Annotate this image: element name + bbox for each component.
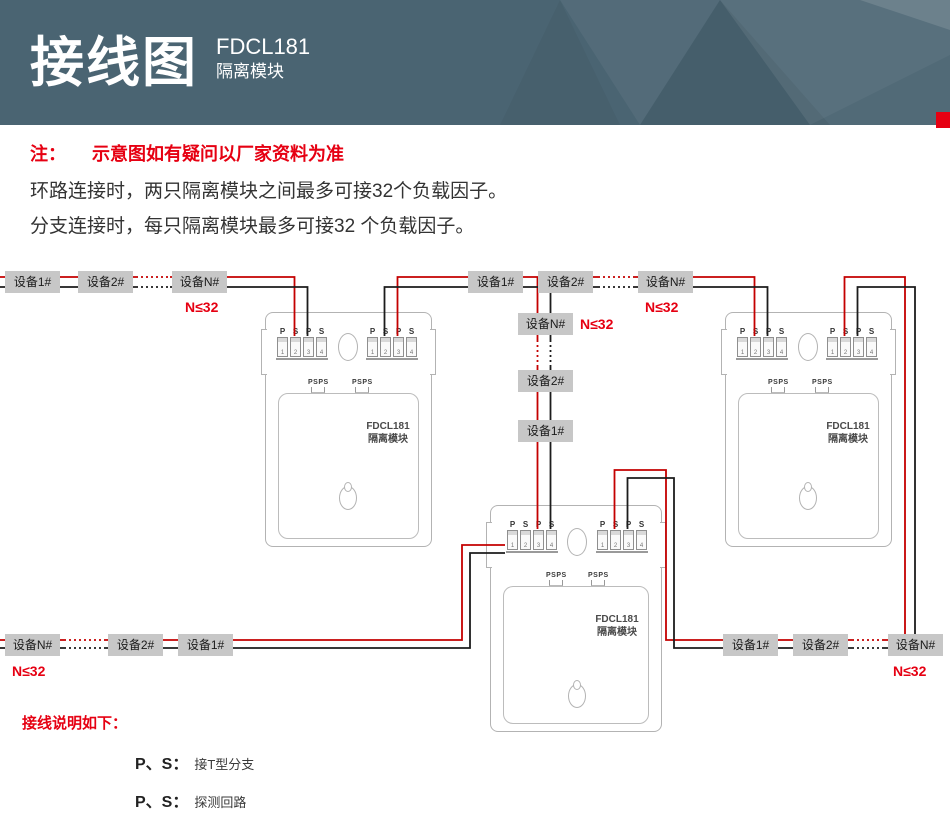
psps-label: PSPS <box>588 572 609 586</box>
psps-label: PSPS <box>546 572 567 586</box>
note-loop-rule: 环路连接时，两只隔离模块之间最多可接32个负载因子。 <box>30 181 508 202</box>
note-line: 注： 示意图如有疑问以厂家资料为准 <box>30 140 344 166</box>
device-box: 设备2# <box>78 271 133 293</box>
note-label: 注： <box>30 144 66 164</box>
legend-title: 接线说明如下： <box>22 715 128 732</box>
note-warning: 示意图如有疑问以厂家资料为准 <box>92 144 344 164</box>
module-model-text: FDCL181 <box>595 614 639 625</box>
red-accent-tab <box>936 112 950 128</box>
module-inner-panel <box>278 393 419 539</box>
device-box: 设备2# <box>108 634 163 656</box>
psps-label: PSPS <box>308 379 329 393</box>
keyhole-mount-icon <box>339 482 357 510</box>
device-box: 设备N# <box>172 271 227 293</box>
device-box: 设备N# <box>5 634 60 656</box>
mounting-hole-icon <box>798 333 818 361</box>
device-box: 设备1# <box>723 634 778 656</box>
keyhole-mount-icon <box>799 482 817 510</box>
header-pattern-decoration <box>500 0 950 125</box>
product-model: FDCL181 <box>216 33 311 59</box>
module-name-text: 隔离模块 <box>368 433 408 445</box>
device-box: 设备2# <box>518 370 573 392</box>
module-inner-panel <box>738 393 879 539</box>
device-box: 设备1# <box>5 271 60 293</box>
header-subtitle-block: FDCL181 隔离模块 <box>216 33 310 84</box>
device-box: 设备2# <box>793 634 848 656</box>
mounting-hole-icon <box>567 528 587 556</box>
device-box: 设备1# <box>468 271 523 293</box>
module-label: FDCL181 隔离模块 <box>352 421 424 446</box>
product-name: 隔离模块 <box>216 62 284 82</box>
psps-label: PSPS <box>768 379 789 393</box>
legend-item-label: P、S： <box>135 794 189 811</box>
mounting-hole-icon <box>338 333 358 361</box>
device-count-limit: N≤32 <box>580 316 614 332</box>
device-box: 设备1# <box>518 420 573 442</box>
device-count-limit: N≤32 <box>185 299 219 315</box>
legend-item-desc: 探测回路 <box>194 795 247 810</box>
module-model-text: FDCL181 <box>366 421 410 432</box>
legend-item-label: P、S： <box>135 756 189 773</box>
module-model-text: FDCL181 <box>826 421 870 432</box>
module-name-text: 隔离模块 <box>828 433 868 445</box>
device-box: 设备N# <box>638 271 693 293</box>
device-count-limit: N≤32 <box>645 299 679 315</box>
legend-item-desc: 接T型分支 <box>194 757 255 772</box>
device-box: 设备2# <box>538 271 593 293</box>
psps-label: PSPS <box>352 379 373 393</box>
module-name-text: 隔离模块 <box>597 626 637 638</box>
page-title: 接线图 <box>30 32 198 93</box>
legend-item: P、S： 接T型分支 <box>135 750 254 774</box>
device-box: 设备N# <box>888 634 943 656</box>
device-count-limit: N≤32 <box>12 663 46 679</box>
note-branch-rule: 分支连接时，每只隔离模块最多可接32 个负载因子。 <box>30 216 475 237</box>
device-box: 设备1# <box>178 634 233 656</box>
module-label: FDCL181 隔离模块 <box>812 421 884 446</box>
header: 接线图 FDCL181 隔离模块 <box>0 0 950 125</box>
legend-item: P、S： 探测回路 <box>135 788 246 812</box>
keyhole-mount-icon <box>568 680 586 708</box>
device-count-limit: N≤32 <box>893 663 927 679</box>
module-label: FDCL181 隔离模块 <box>581 614 653 639</box>
psps-label: PSPS <box>812 379 833 393</box>
device-box: 设备N# <box>518 313 573 335</box>
